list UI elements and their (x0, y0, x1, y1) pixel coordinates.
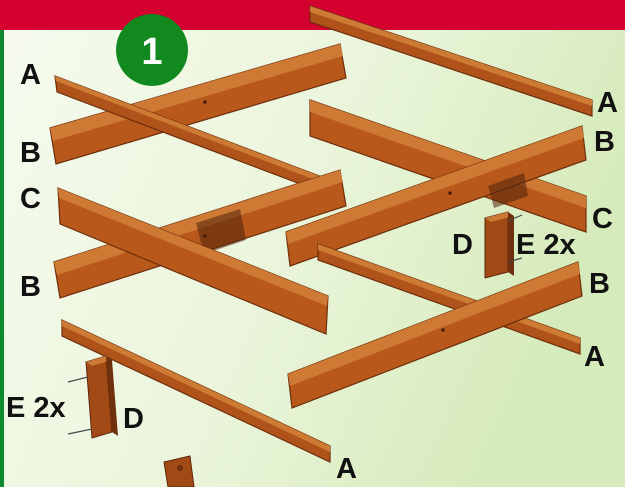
label-d-left: D (123, 403, 144, 435)
label-c-left: C (20, 183, 41, 215)
label-c-right: C (592, 203, 613, 235)
label-d-right: D (452, 229, 473, 261)
step-number: 1 (141, 31, 162, 73)
label-b-upper-right: B (594, 126, 615, 158)
label-e-right: E 2x (516, 229, 576, 261)
label-e-left: E 2x (6, 392, 66, 424)
label-a-top-left: A (20, 59, 41, 91)
label-b-right: B (589, 268, 610, 300)
left-green-stripe (0, 30, 4, 487)
label-a-top-right: A (597, 87, 618, 119)
label-a-right: A (584, 341, 605, 373)
label-a-bottom: A (336, 453, 357, 485)
label-b-lower-left: B (20, 271, 41, 303)
label-b-upper-left: B (20, 137, 41, 169)
post-partial-bottom (164, 456, 194, 487)
step-badge: 1 (116, 14, 188, 86)
